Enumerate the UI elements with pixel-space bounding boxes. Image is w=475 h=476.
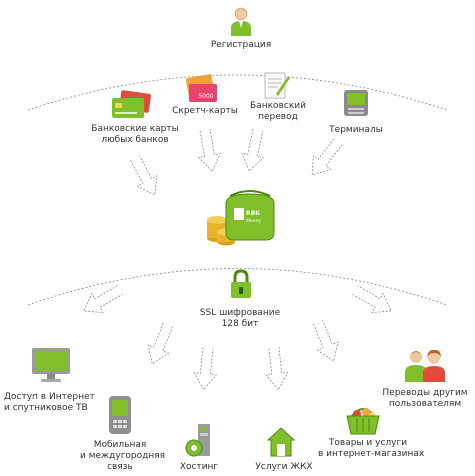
basket-icon bbox=[344, 404, 382, 440]
people-icon bbox=[402, 348, 448, 386]
svg-text:RBK: RBK bbox=[246, 210, 260, 217]
bank-transfer-icon bbox=[262, 70, 290, 104]
arrow-to-hosting bbox=[192, 346, 220, 392]
arrow-terminals-to-wallet bbox=[303, 134, 348, 183]
arrow-to-shops bbox=[307, 317, 345, 366]
user-icon bbox=[229, 6, 253, 40]
registration-label: Регистрация bbox=[210, 40, 272, 50]
scratch-card-label: Скретч-карты bbox=[172, 106, 238, 116]
bank-cards-icon bbox=[110, 90, 152, 124]
svg-text:Money: Money bbox=[246, 218, 261, 224]
terminal-label: Терминалы bbox=[329, 125, 383, 135]
arrow-to-mobile bbox=[141, 320, 179, 369]
lock-icon bbox=[229, 268, 253, 304]
top-arc bbox=[27, 74, 448, 111]
svg-text:5000: 5000 bbox=[198, 93, 213, 100]
phone-icon bbox=[106, 394, 134, 440]
wallet-icon: RBK Money bbox=[204, 186, 276, 252]
monitor-icon bbox=[30, 346, 72, 388]
hosting-icon bbox=[184, 422, 214, 464]
arrow-scratch-to-wallet bbox=[193, 127, 224, 174]
terminal-icon bbox=[342, 88, 370, 122]
arrow-bank-to-wallet bbox=[238, 127, 270, 174]
arrow-to-internet bbox=[77, 280, 126, 321]
arrow-cards-to-wallet bbox=[124, 152, 165, 201]
bottom-arc bbox=[27, 268, 448, 306]
hosting-label: Хостинг bbox=[179, 462, 219, 472]
arrow-to-transfers bbox=[349, 280, 398, 321]
arrow-to-utilities bbox=[262, 346, 290, 392]
utilities-label: Услуги ЖКХ bbox=[255, 462, 313, 472]
house-icon bbox=[266, 426, 296, 462]
scratch-card-icon: 5000 bbox=[183, 74, 219, 108]
